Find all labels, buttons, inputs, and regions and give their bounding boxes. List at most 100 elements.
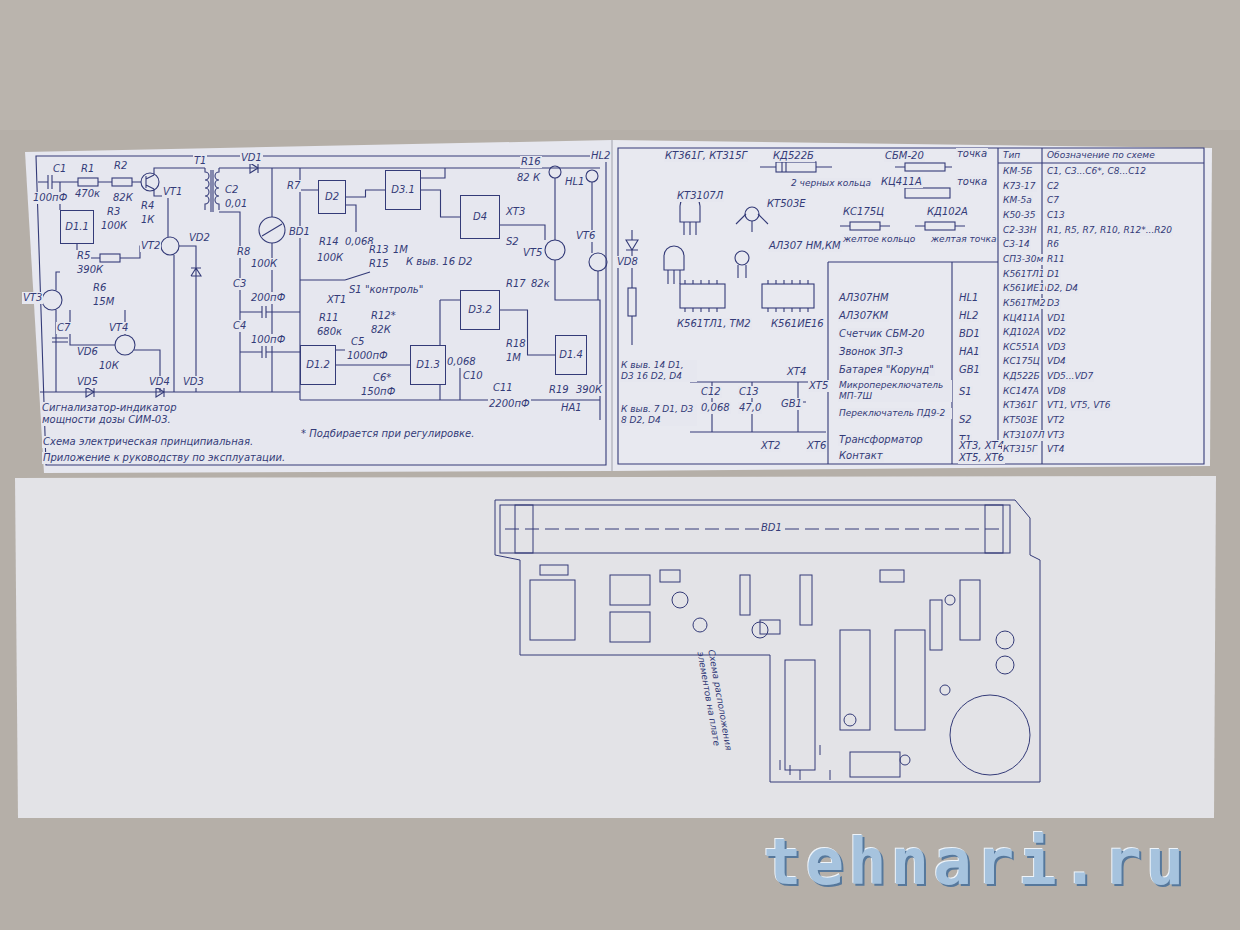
label-text: КТ503Е (1002, 415, 1039, 426)
label-text: 100К (100, 220, 128, 232)
wire-connector (500, 310, 555, 355)
chip-label: D2 (325, 191, 339, 203)
label-text: К561ТЛ1, ТМ2 (676, 318, 752, 330)
label-text: S1 (958, 386, 973, 398)
label-text: R16 (520, 156, 542, 168)
label-text: КД102А (1002, 327, 1041, 338)
label-text: R3 (106, 206, 121, 218)
label-text: VT5 (522, 247, 543, 259)
label-text: 82К (370, 324, 392, 336)
label-text: VT3 (22, 292, 43, 304)
label-text: VD8 (1046, 386, 1067, 397)
label-text: C2-33Н (1002, 225, 1037, 236)
label-text: 2200пФ (488, 398, 531, 410)
label-text: R15 (368, 258, 390, 270)
wire-connector (421, 190, 460, 217)
label-text: R6 (92, 282, 107, 294)
label-text: 2 черных кольца (790, 178, 872, 189)
label-text: R1, R5, R7, R10, R12*...R20 (1046, 225, 1173, 236)
label-text: 1М (392, 244, 409, 256)
label-text: C1, C3...C6*, C8...C12 (1046, 166, 1147, 177)
label-text: КД522Б (772, 150, 815, 162)
label-text: C5 (350, 336, 365, 348)
label-text: 82К (112, 192, 134, 204)
label-text: VT4 (108, 322, 129, 334)
label-text: VD4 (1046, 356, 1067, 367)
label-text: R6 (1046, 239, 1060, 250)
label-text: АЛ307КМ (838, 310, 889, 322)
chip-block: D4 (460, 195, 500, 239)
label-text: Переключатель ПД9-2 (838, 408, 952, 419)
label-text: Обозначение по схеме (1046, 150, 1156, 161)
label-text: АЛ307 НМ,КМ (768, 240, 842, 252)
label-text: R5 (76, 250, 91, 262)
label-text: T1 (193, 155, 207, 167)
label-text: КС147А (1002, 386, 1040, 397)
chip-label: D1.1 (65, 221, 89, 233)
label-text: 100пФ (250, 334, 286, 346)
label-text: VT6 (575, 230, 596, 242)
label-text: 200пФ (250, 292, 286, 304)
label-text: VT1 (162, 186, 183, 198)
label-text: 82к (530, 278, 551, 290)
label-text: VD8 (616, 256, 639, 268)
label-text: C3-14 (1002, 239, 1031, 250)
label-text: R11 (318, 312, 340, 324)
label-text: КД102А (926, 206, 969, 218)
label-text: VD6 (76, 346, 99, 358)
label-text: D3 (1046, 298, 1061, 309)
label-text: VD2 (1046, 327, 1067, 338)
chip-label: D3.1 (391, 184, 415, 196)
label-text: R1 (80, 163, 95, 175)
label-text: C6* (372, 372, 392, 384)
label-text: R19 (548, 384, 570, 396)
chip-block: D1.2 (300, 345, 336, 385)
label-text: К выв. 7 D1, D3 8 D2, D4 (620, 404, 697, 426)
label-text: АЛ307НМ (838, 292, 890, 304)
label-text: КС175Ц (842, 206, 885, 218)
label-text: R2 (113, 160, 128, 172)
label-text: 15М (92, 296, 115, 308)
label-text: BD1 (958, 328, 981, 340)
label-text: 82 К (516, 172, 541, 184)
label-text: 0,01 (224, 198, 248, 210)
label-text: Звонок ЗП-3 (838, 346, 904, 358)
label-text: 1К (140, 214, 155, 226)
watermark: tehnari.ru (762, 826, 1189, 898)
label-text: R11 (1046, 254, 1066, 265)
label-text: КС551А (1002, 342, 1040, 353)
label-text: СП3-30м (1002, 254, 1044, 265)
label-text: 390К (575, 384, 603, 396)
label-text: КС175Ц (1002, 356, 1041, 367)
label-text: КЦ411А (1002, 313, 1041, 324)
label-text: 150пФ (360, 386, 396, 398)
label-text: VT1, VT5, VT6 (1046, 400, 1112, 411)
label-text: желтая точка (930, 234, 997, 245)
label-text: К561ИЕ16 (770, 318, 825, 330)
label-text: XT5, XT6 (958, 452, 1005, 464)
chip-block: D3.2 (460, 290, 500, 330)
label-text: К выв. 14 D1, D3 16 D2, D4 (620, 360, 697, 382)
label-text: Приложение к руководству по эксплуатации… (42, 452, 286, 464)
label-text: XT3, XT4 (958, 440, 1005, 452)
label-text: КТ315Г (1002, 444, 1038, 455)
label-text: VD1 (1046, 313, 1067, 324)
label-text: D2, D4 (1046, 283, 1079, 294)
label-text: C2 (224, 184, 239, 196)
label-text: 10К (98, 360, 120, 372)
label-text: XT3 (505, 206, 526, 218)
wire-connector (336, 364, 410, 365)
label-text: Батарея "Корунд" (838, 364, 935, 376)
label-text: Трансформатор (838, 434, 924, 446)
label-text: C7 (1046, 195, 1060, 206)
label-text: К561ИЕ16 (1002, 283, 1051, 294)
label-text: C13 (1046, 210, 1066, 221)
label-text: C13 (738, 386, 760, 398)
label-text: R13 (368, 244, 390, 256)
label-text: Тип (1002, 150, 1021, 161)
label-text: VD1 (240, 152, 263, 164)
label-text: VD5...VD7 (1046, 371, 1094, 382)
label-text: КТ3107Л (676, 190, 724, 202)
